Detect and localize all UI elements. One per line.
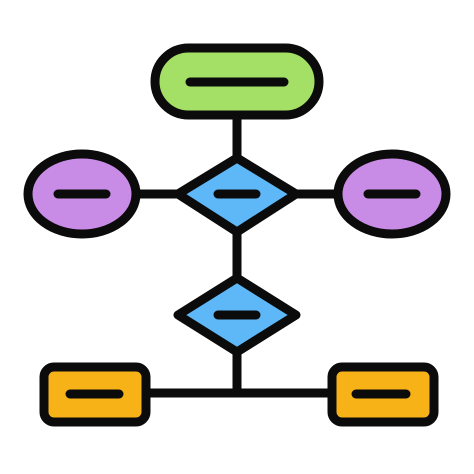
- connector-lines: [131, 110, 343, 398]
